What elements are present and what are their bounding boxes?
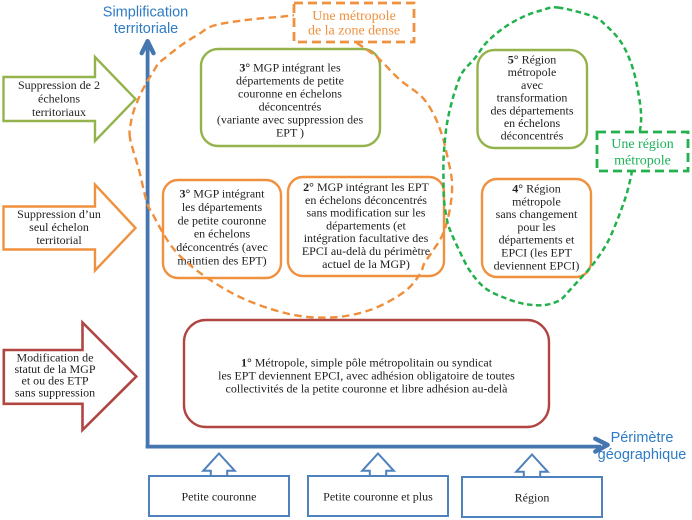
- svg-text:sans suppression: sans suppression: [15, 385, 95, 399]
- svg-text:départements et: départements et: [499, 233, 575, 247]
- svg-text:couronne en échelons: couronne en échelons: [238, 87, 342, 101]
- svg-text:en échelons: en échelons: [504, 116, 561, 130]
- svg-text:Suppression de 2: Suppression de 2: [18, 78, 100, 92]
- svg-text:pour les: pour les: [517, 220, 556, 234]
- svg-text:déconcentrés (avec: déconcentrés (avec: [176, 240, 268, 254]
- svg-text:échelons: échelons: [38, 92, 80, 106]
- svg-text:en échelons: en échelons: [194, 227, 251, 241]
- svg-text:Suppression d’un: Suppression d’un: [17, 207, 101, 221]
- svg-text:déconcentrés: déconcentrés: [259, 100, 322, 114]
- svg-text:Périmètre: Périmètre: [611, 430, 674, 446]
- svg-text:métropole: métropole: [508, 65, 557, 79]
- svg-text:et ou des ETP: et ou des ETP: [22, 374, 89, 388]
- svg-text:Modification de: Modification de: [17, 350, 94, 364]
- svg-text:4° Région: 4° Région: [512, 182, 560, 196]
- svg-text:statut de la MGP: statut de la MGP: [15, 362, 96, 376]
- svg-text:deviennent EPCI): deviennent EPCI): [494, 258, 580, 272]
- svg-text:départements de petite: départements de petite: [236, 74, 344, 88]
- svg-text:Petite couronne et plus: Petite couronne et plus: [323, 490, 433, 504]
- svg-text:déconcentrés: déconcentrés: [501, 129, 564, 143]
- svg-text:seul échelon: seul échelon: [29, 220, 89, 234]
- svg-text:les départements: les départements: [182, 200, 263, 214]
- svg-text:territoriaux: territoriaux: [32, 105, 86, 119]
- svg-text:1° Métropole, simple pôle mét: 1° Métropole, simple pôle métropolitain …: [241, 356, 493, 370]
- svg-text:Simplification: Simplification: [103, 5, 188, 21]
- svg-text:de la zone dense: de la zone dense: [308, 24, 400, 39]
- svg-text:Région: Région: [515, 491, 550, 505]
- svg-text:Une région: Une région: [611, 137, 674, 152]
- svg-text:métropole: métropole: [512, 194, 561, 208]
- svg-text:territoriale: territoriale: [114, 21, 178, 37]
- svg-text:collectivités de la petite cou: collectivités de la petite couronne et l…: [226, 382, 509, 396]
- svg-text:EPCI (les EPT: EPCI (les EPT: [501, 246, 572, 260]
- svg-text:Une métropole: Une métropole: [312, 9, 396, 24]
- svg-text:de petite couronne: de petite couronne: [178, 213, 267, 227]
- svg-text:Petite couronne: Petite couronne: [182, 490, 257, 504]
- svg-text:sans modification sur les: sans modification sur les: [307, 206, 426, 220]
- svg-text:3° MGP intégrant les: 3° MGP intégrant les: [239, 61, 341, 75]
- svg-text:3° MGP intégrant: 3° MGP intégrant: [179, 187, 265, 201]
- svg-text:2° MGP intégrant les EPT: 2° MGP intégrant les EPT: [303, 180, 429, 194]
- svg-text:intégration facultative des: intégration facultative des: [304, 231, 429, 245]
- svg-text:territorial: territorial: [36, 233, 82, 247]
- svg-text:transformation: transformation: [497, 91, 568, 105]
- svg-text:(variante avec suppression des: (variante avec suppression des: [217, 113, 364, 127]
- svg-text:départements (et: départements (et: [326, 218, 406, 232]
- svg-text:des départements: des départements: [491, 103, 574, 117]
- svg-text:maintien des EPT): maintien des EPT): [177, 254, 266, 268]
- svg-text:sans changement: sans changement: [496, 207, 578, 221]
- svg-text:les EPT deviennent EPCI, avec: les EPT deviennent EPCI, avec adhésion o…: [218, 369, 515, 383]
- svg-text:métropole: métropole: [614, 154, 671, 169]
- svg-text:EPCI au-delà du périmètre: EPCI au-delà du périmètre: [302, 244, 430, 258]
- svg-text:géographique: géographique: [598, 447, 687, 463]
- svg-text:en échelons déconcentrés: en échelons déconcentrés: [305, 193, 427, 207]
- svg-text:EPT ): EPT ): [276, 126, 304, 140]
- svg-text:5° Région: 5° Région: [508, 53, 556, 67]
- svg-text:actuel de la MGP): actuel de la MGP): [322, 257, 410, 271]
- svg-text:avec: avec: [521, 78, 543, 92]
